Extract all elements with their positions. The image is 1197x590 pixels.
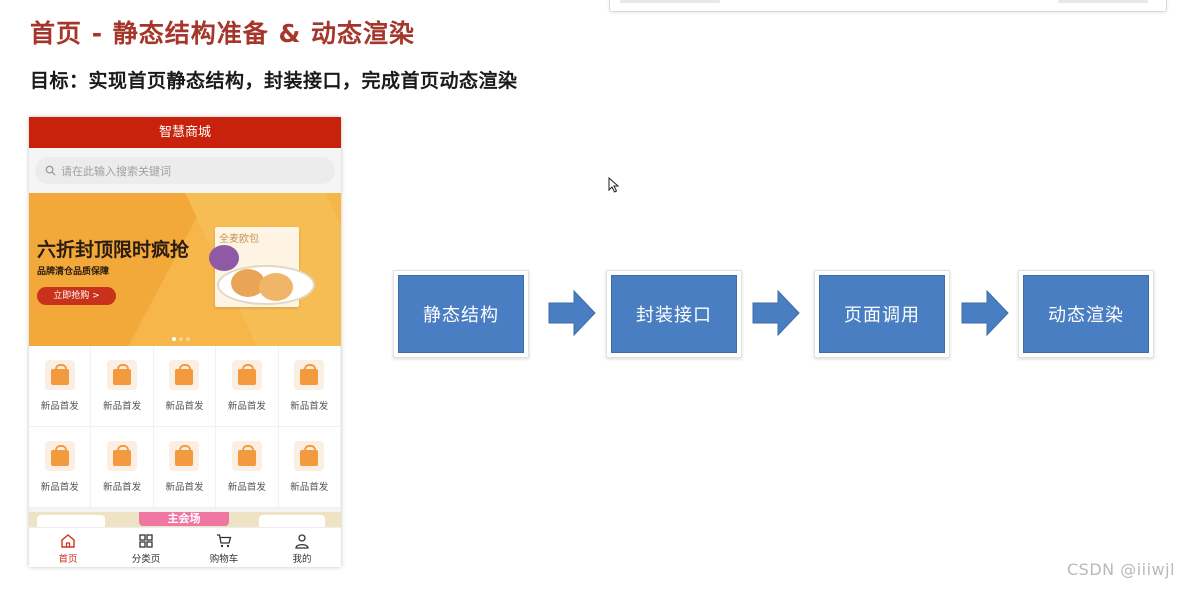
- grid-item[interactable]: 新品首发: [29, 346, 92, 427]
- search-icon: [45, 165, 56, 176]
- grid-item[interactable]: 新品首发: [153, 346, 217, 427]
- phone-mockup: 智慧商城 请在此输入搜索关键词 六折封顶限时疯抢 品牌清仓品质保障 立即抢购 >…: [29, 117, 341, 567]
- flow-step-dynamic-render: 动态渲染: [1018, 270, 1154, 358]
- tab-cart[interactable]: 购物车: [185, 528, 263, 567]
- banner-tagline: 品牌清仓品质保障: [37, 267, 110, 277]
- bag-icon: [169, 360, 200, 390]
- app-header-title: 智慧商城: [29, 117, 341, 148]
- search-placeholder: 请在此输入搜索关键词: [61, 164, 171, 178]
- promo-banner[interactable]: 六折封顶限时疯抢 品牌清仓品质保障 立即抢购 > 全麦欧包: [29, 193, 341, 346]
- carousel-dot[interactable]: [179, 337, 183, 341]
- grid-item-label: 新品首发: [290, 401, 329, 412]
- carousel-dot[interactable]: [186, 337, 190, 341]
- carousel-dots: [172, 337, 190, 341]
- cart-icon: [217, 534, 232, 548]
- banner-headline: 六折封顶限时疯抢: [37, 239, 190, 261]
- bag-icon: [44, 360, 75, 390]
- product-image: 全麦欧包: [209, 227, 315, 307]
- bag-icon: [294, 360, 325, 390]
- top-card-partial: [609, 0, 1167, 12]
- bag-icon: [231, 360, 262, 390]
- flow-step-label: 页面调用: [819, 275, 945, 353]
- grid-item-label: 新品首发: [165, 401, 204, 412]
- slide-subtitle: 目标：实现首页静态结构，封装接口，完成首页动态渲染: [30, 70, 518, 92]
- grid-item-label: 新品首发: [227, 401, 266, 412]
- flow-step-label: 动态渲染: [1023, 275, 1149, 353]
- grid-item-label: 新品首发: [40, 482, 79, 493]
- grid-item-label: 新品首发: [40, 401, 79, 412]
- home-icon: [61, 534, 75, 548]
- grid-item[interactable]: 新品首发: [153, 427, 217, 508]
- grid-item[interactable]: 新品首发: [91, 427, 154, 508]
- grid-item-label: 新品首发: [103, 401, 142, 412]
- buy-now-button[interactable]: 立即抢购 >: [37, 287, 116, 305]
- bag-icon: [44, 441, 75, 471]
- card-bar: [620, 0, 720, 3]
- user-icon: [295, 534, 309, 549]
- grid-item[interactable]: 新品首发: [91, 346, 154, 427]
- bottom-tab-bar: 首页 分类页 购物车 我的: [29, 527, 341, 567]
- tab-label: 首页: [58, 554, 78, 565]
- grid-item[interactable]: 新品首发: [278, 346, 341, 427]
- tab-label: 分类页: [131, 554, 161, 565]
- right-arrow-icon: [961, 290, 1009, 336]
- tab-home[interactable]: 首页: [29, 528, 107, 567]
- tab-label: 购物车: [209, 554, 239, 565]
- grid-item-label: 新品首发: [290, 482, 329, 493]
- bag-icon: [231, 441, 262, 471]
- search-input[interactable]: 请在此输入搜索关键词: [35, 157, 335, 184]
- bag-icon: [107, 441, 138, 471]
- tab-label: 我的: [292, 554, 312, 565]
- bag-icon: [107, 360, 138, 390]
- bag-icon: [294, 441, 325, 471]
- mouse-cursor-icon: [608, 177, 620, 193]
- search-bar: 请在此输入搜索关键词: [29, 148, 341, 193]
- right-arrow-icon: [752, 290, 800, 336]
- product-decoration: [209, 245, 239, 271]
- flow-step-label: 静态结构: [398, 275, 524, 353]
- carousel-dot[interactable]: [172, 337, 176, 341]
- slide-title: 首页 - 静态结构准备 & 动态渲染: [30, 19, 415, 48]
- grid-item-label: 新品首发: [103, 482, 142, 493]
- product-label: 全麦欧包: [219, 234, 259, 245]
- right-arrow-icon: [548, 290, 596, 336]
- grid-item[interactable]: 新品首发: [216, 346, 279, 427]
- watermark: CSDN @iiiwjl: [1067, 560, 1176, 579]
- flow-step-wrap-api: 封装接口: [606, 270, 742, 358]
- card-bar: [1058, 0, 1148, 3]
- bag-icon: [169, 441, 200, 471]
- product-bread: [259, 273, 293, 301]
- tab-category[interactable]: 分类页: [107, 528, 185, 567]
- grid-item[interactable]: 新品首发: [216, 427, 279, 508]
- flow-step-page-call: 页面调用: [814, 270, 950, 358]
- main-venue-label: 主会场: [139, 512, 229, 526]
- flow-step-static-structure: 静态结构: [393, 270, 529, 358]
- flow-step-label: 封装接口: [611, 275, 737, 353]
- category-icon: [139, 534, 153, 548]
- grid-item-label: 新品首发: [227, 482, 266, 493]
- grid-item-label: 新品首发: [165, 482, 204, 493]
- tab-mine[interactable]: 我的: [263, 528, 341, 567]
- grid-item[interactable]: 新品首发: [278, 427, 341, 508]
- grid-item[interactable]: 新品首发: [29, 427, 92, 508]
- category-grid: 新品首发 新品首发 新品首发 新品首发 新品首发 新品首发 新品首发 新品首发 …: [29, 346, 341, 508]
